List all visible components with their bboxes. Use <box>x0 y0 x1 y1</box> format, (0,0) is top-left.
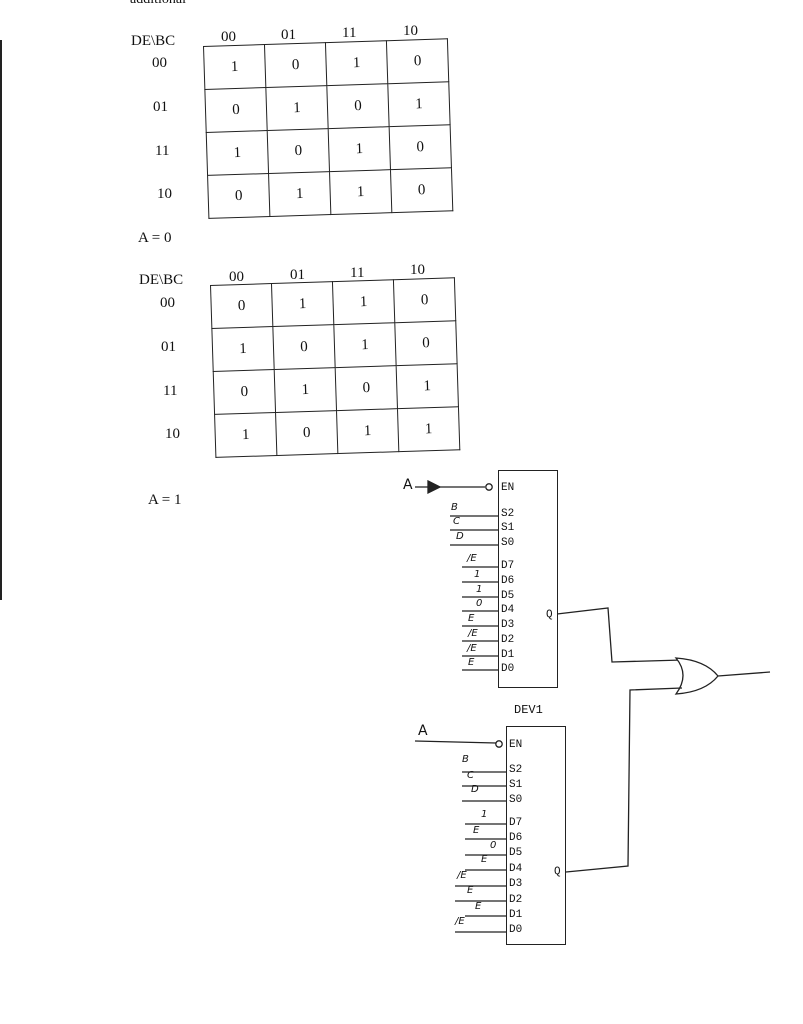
input-note: B <box>451 502 458 513</box>
input-note: E <box>481 854 488 865</box>
input-note: C <box>453 516 460 527</box>
pin-label: S2 <box>509 764 523 776</box>
input-note: E <box>475 901 482 912</box>
row-header: 01 <box>153 99 168 115</box>
col-header: 01 <box>281 27 296 43</box>
pin-label: D2 <box>501 634 515 646</box>
input-note: B <box>462 754 469 765</box>
row-header: 00 <box>160 295 175 311</box>
pin-label: D0 <box>509 924 523 936</box>
header-text: additional <box>130 0 186 8</box>
input-note: E <box>467 885 474 896</box>
input-note: 1 <box>476 584 483 595</box>
kmap-corner-label: DE\BC <box>139 272 184 288</box>
pin-label: D6 <box>509 832 523 844</box>
input-note: /E <box>455 916 465 927</box>
pin-label: D1 <box>509 909 523 921</box>
row-header: 10 <box>165 426 180 442</box>
row-header: 11 <box>163 383 178 399</box>
pin-label: D2 <box>509 894 523 906</box>
output-wire <box>556 607 683 663</box>
pin-label: S0 <box>509 794 523 806</box>
row-header: 11 <box>155 143 170 159</box>
col-header: 11 <box>350 265 365 281</box>
input-note: 1 <box>481 809 488 820</box>
input-note: E <box>468 657 475 668</box>
pin-label: S0 <box>501 537 515 549</box>
enable-input-label: A <box>418 723 428 739</box>
or-output-wire <box>717 671 771 677</box>
input-note: 1 <box>474 569 481 580</box>
mux-body <box>506 726 566 945</box>
arrow-icon <box>427 479 442 495</box>
pin-label: D4 <box>501 604 515 616</box>
output-wire <box>565 687 683 873</box>
row-header: 01 <box>161 339 176 355</box>
pin-label: D5 <box>501 590 515 602</box>
pin-label: S1 <box>509 779 523 791</box>
pin-label: S1 <box>501 522 515 534</box>
pin-label: D4 <box>509 863 523 875</box>
device-title: DEV1 <box>514 703 543 717</box>
pin-label: EN <box>501 482 515 494</box>
col-header: 00 <box>229 269 244 285</box>
pin-label: D5 <box>509 847 523 859</box>
input-note: /E <box>457 870 467 881</box>
input-note: /E <box>467 553 477 564</box>
input-note: 0 <box>476 598 483 609</box>
input-note: D <box>471 784 479 795</box>
input-note: D <box>456 531 464 542</box>
pin-label: D6 <box>501 575 515 587</box>
input-note: E <box>468 613 475 624</box>
pin-label: D1 <box>501 649 515 661</box>
enable-wire <box>414 740 497 744</box>
col-header: 01 <box>290 267 305 283</box>
or-gate-icon <box>674 657 719 695</box>
col-header: 10 <box>410 262 425 278</box>
output-label: Q <box>554 866 561 878</box>
col-header: 10 <box>403 23 418 39</box>
row-header: 00 <box>152 55 167 71</box>
kmap-corner-label: DE\BC <box>131 33 176 49</box>
enable-input-label: A <box>403 477 413 493</box>
kmap-caption: A = 1 <box>148 492 182 508</box>
margin-rule <box>0 40 2 600</box>
kmap-caption: A = 0 <box>138 230 172 246</box>
pin-label: D3 <box>509 878 523 890</box>
col-header: 00 <box>221 29 236 45</box>
output-label: Q <box>546 609 553 621</box>
pin-label: D3 <box>501 619 515 631</box>
pin-label: D7 <box>501 560 515 572</box>
pin-label: S2 <box>501 508 515 520</box>
inversion-bubble <box>485 483 493 491</box>
inversion-bubble <box>495 740 503 748</box>
input-note: 0 <box>490 840 497 851</box>
input-note: E <box>473 825 480 836</box>
input-note: C <box>467 770 474 781</box>
row-header: 10 <box>157 186 172 202</box>
col-header: 11 <box>342 25 357 41</box>
pin-label: D7 <box>509 817 523 829</box>
input-note: /E <box>467 643 477 654</box>
mux-body <box>498 470 558 688</box>
pin-label: D0 <box>501 663 515 675</box>
pin-label: EN <box>509 739 523 751</box>
input-note: /E <box>468 628 478 639</box>
